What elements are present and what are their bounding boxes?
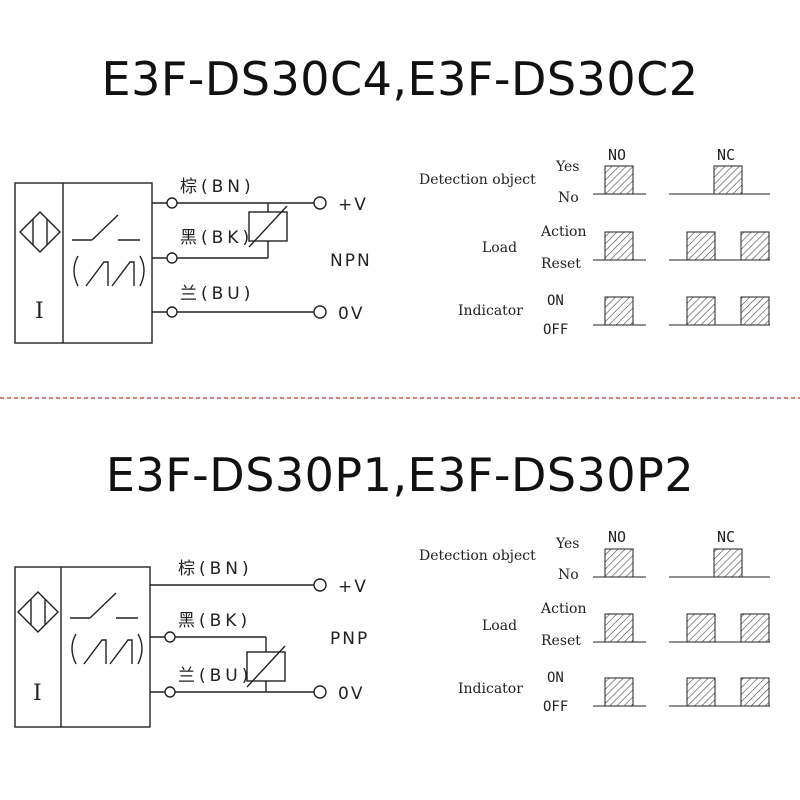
- load-action-label: Action: [540, 601, 587, 617]
- ground-terminal-label: 0V: [338, 304, 364, 324]
- bu-output-terminal: [166, 306, 178, 318]
- output-type-label: NPN: [330, 251, 372, 271]
- indicator-pulse-nc-1: [686, 677, 716, 707]
- bu-output-terminal: [164, 686, 176, 698]
- positive-terminal-label: +V: [338, 577, 368, 597]
- load-action-label: Action: [540, 224, 587, 240]
- load-pulse-nc-2: [740, 613, 770, 643]
- positive-terminal: [313, 196, 327, 210]
- indicator-label: Indicator: [458, 681, 523, 697]
- mode-nc-header: NC: [717, 146, 735, 164]
- indicator-pulse-nc-2: [740, 296, 770, 326]
- detection-pulse-no: [604, 548, 634, 578]
- load-label: Load: [482, 618, 517, 634]
- black-wire-label: 黑(BK): [180, 228, 253, 248]
- blue-wire-label: 兰(BU): [178, 666, 252, 686]
- sensor-symbol-label: I: [35, 299, 44, 324]
- mode-no-header: NO: [608, 146, 626, 164]
- black-wire-label: 黑(BK): [178, 611, 251, 631]
- bk-output-terminal: [166, 252, 178, 264]
- proximity-sensor-icon: [17, 591, 59, 633]
- indicator-pulse-no: [604, 296, 634, 326]
- indicator-on-label: ON: [547, 670, 564, 686]
- detection-yes-label: Yes: [555, 159, 580, 175]
- indicator-pulse-no: [604, 677, 634, 707]
- blue-wire-label: 兰(BU): [180, 284, 254, 304]
- detection-no-label: No: [558, 567, 579, 583]
- indicator-pulse-nc-1: [686, 296, 716, 326]
- indicator-off-label: OFF: [543, 699, 568, 715]
- indicator-on-label: ON: [547, 293, 564, 309]
- detection-yes-label: Yes: [555, 536, 580, 552]
- detection-object-label: Detection object: [419, 172, 536, 188]
- detection-pulse-nc: [713, 548, 743, 578]
- ground-terminal-label: 0V: [338, 684, 364, 704]
- load-reset-label: Reset: [541, 256, 581, 272]
- relay-coil-diagonal: [246, 645, 286, 688]
- switch-contact-icon: [70, 592, 143, 665]
- load-label: Load: [482, 240, 517, 256]
- sensor-symbol-label: I: [33, 681, 42, 706]
- load-reset-label: Reset: [541, 633, 581, 649]
- proximity-sensor-icon: [19, 211, 61, 253]
- sensor-body: [14, 566, 151, 728]
- ground-terminal: [313, 685, 327, 699]
- mode-nc-header: NC: [717, 528, 735, 546]
- indicator-off-label: OFF: [543, 322, 568, 338]
- bk-output-terminal: [164, 631, 176, 643]
- indicator-label: Indicator: [458, 303, 523, 319]
- ground-terminal: [313, 305, 327, 319]
- positive-terminal: [313, 578, 327, 592]
- load-pulse-nc-1: [686, 613, 716, 643]
- relay-coil-diagonal: [248, 205, 288, 248]
- load-pulse-no: [604, 231, 634, 261]
- npn-model-title: E3F-DS30C4,E3F-DS30C2: [101, 52, 699, 106]
- brown-wire-label: 棕(BN): [178, 559, 253, 579]
- output-type-label: PNP: [330, 629, 369, 649]
- load-pulse-no: [604, 613, 634, 643]
- load-pulse-nc-1: [686, 231, 716, 261]
- npn-circuit: [14, 182, 327, 344]
- detection-object-label: Detection object: [419, 548, 536, 564]
- brown-wire-label: 棕(BN): [180, 177, 255, 197]
- pnp-timing-chart: NO NC Detection object Yes No Load Actio…: [419, 528, 770, 715]
- pnp-circuit: [14, 566, 327, 728]
- load-pulse-nc-2: [740, 231, 770, 261]
- pnp-model-title: E3F-DS30P1,E3F-DS30P2: [105, 448, 695, 502]
- switch-contact-icon: [72, 214, 145, 287]
- detection-pulse-nc: [713, 165, 743, 195]
- mode-no-header: NO: [608, 528, 626, 546]
- sensor-body: [14, 182, 153, 344]
- npn-timing-chart: NO NC Detection object Yes No Load Actio…: [419, 146, 770, 338]
- indicator-pulse-nc-2: [740, 677, 770, 707]
- positive-terminal-label: +V: [338, 195, 368, 215]
- detection-no-label: No: [558, 190, 579, 206]
- bn-output-terminal: [166, 197, 178, 209]
- detection-pulse-no: [604, 165, 634, 195]
